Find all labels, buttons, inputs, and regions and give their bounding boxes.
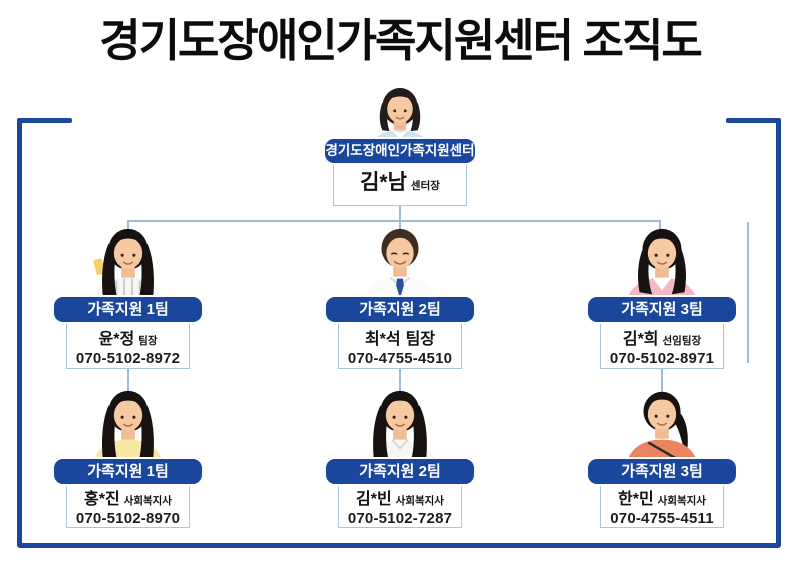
outer-frame [17,118,781,548]
team1-leader-badge: 가족지원 1팀 [54,297,202,322]
connector-team2-member [399,369,401,395]
team1-member-illustration [69,384,187,466]
director-role: 센터장 [410,180,440,192]
connector-right-artifact-line [747,222,749,363]
team1-leader-illustration [69,222,187,304]
woman-pink-cardigan-icon [624,228,700,304]
team3-member-role: 사회복지사 [657,495,706,507]
connector-horizontal-bar [127,220,661,222]
team3-member-name: 한*민 [618,491,654,508]
woman-long-hair-yellow-top-icon [90,390,166,466]
man-shirt-tie-icon [360,228,440,304]
woman-long-hair-phone-icon [90,228,166,304]
team1-member-name: 홍*진 [84,491,120,508]
page-title: 경기도장애인가족지원센터 조직도 [99,15,703,66]
team2-leader-badge: 가족지원 2팀 [326,297,474,322]
team1-member-role: 사회복지사 [123,495,172,507]
team1-leader-phone: 070-5102-8972 [75,349,181,367]
team2-member-badge: 가족지원 2팀 [326,459,474,484]
team3-leader-phone: 070-5102-8971 [609,349,715,367]
team3-leader-role: 선임팀장 [662,334,702,347]
woman-long-hair-white-top-icon [362,390,438,466]
team3-member-badge: 가족지원 3팀 [588,459,736,484]
team2-member-role: 사회복지사 [395,495,444,507]
woman-ponytail-coral-top-icon [624,391,700,466]
team2-leader-name: 최*석 [364,330,401,348]
connector-team3-member [661,368,663,396]
team2-leader-role: 팀장 [405,330,436,348]
team1-member-badge: 가족지원 1팀 [54,459,202,484]
connector-team1-member [127,368,129,398]
team3-leader-illustration [603,222,721,304]
team2-leader-phone: 070-4755-4510 [347,349,453,367]
team2-member-name: 김*빈 [356,491,392,508]
frame-top-right-stub [726,118,781,123]
director-name: 김*남 [360,171,407,194]
frame-top-left-stub [17,118,72,123]
team2-member-illustration [341,384,459,466]
team3-member-illustration [603,384,721,466]
team3-member-phone: 070-4755-4511 [610,510,714,527]
connector-director-down [399,206,401,221]
team1-leader-role: 팀장 [138,334,158,347]
team2-leader-illustration [341,222,459,304]
team2-member-phone: 070-5102-7287 [347,510,453,527]
director-illustration [347,80,453,154]
team1-member-phone: 070-5102-8970 [75,510,181,527]
team3-leader-name: 김*희 [622,330,659,348]
team3-leader-badge: 가족지원 3팀 [588,297,736,322]
woman-bob-blue-shirt-icon [364,87,436,154]
director-badge: 경기도장애인가족지원센터 [325,139,475,163]
team1-leader-name: 윤*정 [98,330,135,348]
